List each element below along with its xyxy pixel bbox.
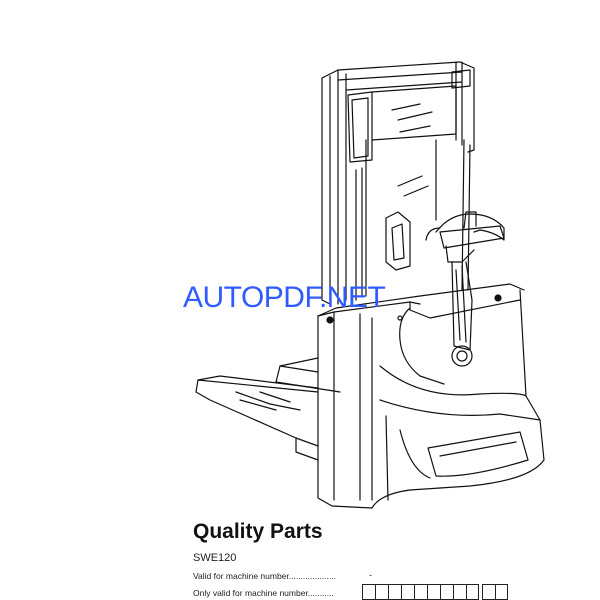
watermark: AUTOPDF.NET	[183, 281, 386, 314]
valid-for-value: -	[369, 570, 372, 580]
serial-number-boxes	[362, 584, 508, 600]
valid-for-label: Valid for machine number................…	[193, 571, 336, 581]
serial-box	[453, 584, 466, 600]
model-number: SWE120	[193, 552, 237, 564]
serial-box	[388, 584, 401, 600]
only-valid-label: Only valid for machine number...........	[193, 588, 334, 598]
serial-box	[401, 584, 414, 600]
serial-box	[362, 584, 375, 600]
serial-box	[466, 584, 479, 600]
serial-box	[375, 584, 388, 600]
serial-box	[414, 584, 427, 600]
serial-box	[440, 584, 453, 600]
serial-box	[427, 584, 440, 600]
pallet-stacker-drawing-icon	[195, 61, 545, 509]
document-title: Quality Parts	[193, 520, 323, 543]
serial-box	[495, 584, 508, 600]
serial-box	[482, 584, 495, 600]
